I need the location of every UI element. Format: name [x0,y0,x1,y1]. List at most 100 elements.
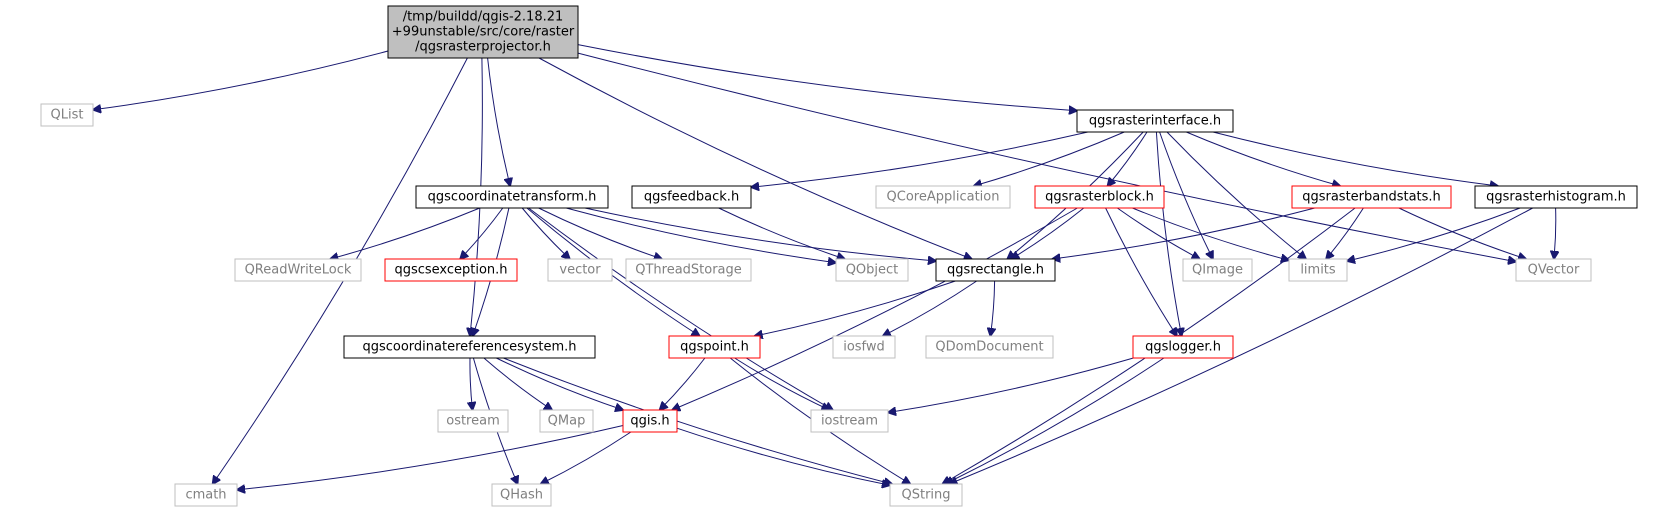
node-label-qgsrasterblock: qgsrasterblock.h [1045,190,1154,205]
node-label-ostream: ostream [446,414,500,429]
node-label-qgis: qgis.h [630,414,669,429]
edge-qgsrasterinterface-to-qgsfeedback [751,131,1089,187]
node-box-qgsrectangle [935,258,1056,282]
node-label-qreadwritelock: QReadWriteLock [245,263,352,278]
edge-qgsrasterinterface-to-qcoreapplication [974,131,1125,186]
node-box-qreadwritelock [234,258,362,282]
edge-qgsrasterblock-to-qimage [1117,207,1199,259]
node-limits: limits [1288,258,1348,282]
node-box-qgscsexception [384,258,518,282]
node-qgsrasterbandstats[interactable]: qgsrasterbandstats.h [1291,185,1452,209]
node-box-qgsrasterinterface [1076,109,1234,133]
node-box-qimage [1182,258,1253,282]
edge-qgsrasterhistogram-to-limits [1347,207,1521,261]
node-qgis[interactable]: qgis.h [622,409,678,433]
node-label-qcoreapplication: QCoreApplication [887,190,1000,205]
edge-qgsrasterinterface-to-qgsrasterbandstats [1186,131,1340,186]
node-qgsrasterhistogram[interactable]: qgsrasterhistogram.h [1474,185,1638,209]
node-box-limits [1288,258,1348,282]
node-box-ostream [437,409,509,433]
node-qmap: QMap [539,409,594,433]
edge-qgis-to-cmath [237,425,624,490]
node-box-qcoreapplication [875,185,1011,209]
edge-qgscoordinatereferencesystem-to-qmap [483,357,552,410]
node-qgspoint[interactable]: qgspoint.h [668,335,761,359]
node-qcoreapplication: QCoreApplication [875,185,1011,209]
node-label-qgsfeedback: qgsfeedback.h [644,190,739,205]
node-qgscoordinatetransform[interactable]: qgscoordinatetransform.h [415,185,609,209]
node-box-vector [547,258,613,282]
node-qgsrasterblock[interactable]: qgsrasterblock.h [1034,185,1165,209]
node-qvector: QVector [1515,258,1592,282]
node-label-qgsrectangle: qgsrectangle.h [947,263,1044,278]
edge-qgsrasterbandstats-to-limits [1326,207,1364,259]
edge-qgsfeedback-to-qobject [718,207,845,259]
edge-qgscoordinatereferencesystem-to-ostream [470,357,473,410]
node-box-qgis [622,409,678,433]
node-iosfwd: iosfwd [832,335,896,359]
edge-qgsrasterhistogram-to-qstring [949,207,1533,484]
node-qgsrectangle[interactable]: qgsrectangle.h [935,258,1056,282]
node-qimage: QImage [1182,258,1253,282]
node-label-cmath: cmath [185,488,226,503]
node-qgslogger[interactable]: qgslogger.h [1132,335,1234,359]
edge-qgspoint-to-qgis [660,357,706,410]
node-qthreadstorage: QThreadStorage [625,258,752,282]
node-label-iosfwd: iosfwd [843,340,885,355]
edge-qgscoordinatereferencesystem-to-qgis [496,357,623,410]
node-box-qgsfeedback [631,185,752,209]
node-qgscsexception[interactable]: qgscsexception.h [384,258,518,282]
node-box-root [387,5,579,59]
edge-qgis-to-qhash [541,431,632,484]
node-label-root-line-2: /qgsrasterprojector.h [415,40,551,55]
edge-qgsrasterbandstats-to-qvector [1398,207,1526,259]
node-box-qmap [539,409,594,433]
node-iostream: iostream [810,409,889,433]
edge-qgsrasterblock-to-limits [1132,207,1289,260]
node-label-qgslogger: qgslogger.h [1145,340,1221,355]
node-qgsfeedback[interactable]: qgsfeedback.h [631,185,752,209]
node-label-qimage: QImage [1192,263,1243,278]
node-ostream: ostream [437,409,509,433]
edge-qgsrasterinterface-to-qgsrasterblock [1108,131,1148,186]
edge-qgsrasterblock-to-qgis [672,207,1078,410]
node-label-qlist: QList [51,108,84,123]
node-label-root-line-0: /tmp/buildd/qgis-2.18.21 [403,10,564,25]
node-box-qgsrasterblock [1034,185,1165,209]
node-qobject: QObject [835,258,909,282]
node-qstring: QString [889,483,963,507]
node-label-qhash: QHash [500,488,543,503]
node-label-qgsrasterinterface: qgsrasterinterface.h [1089,114,1221,129]
node-label-qvector: QVector [1528,263,1580,278]
edge-root-to-qgsrasterinterface [577,44,1077,111]
node-label-qgsrasterbandstats: qgsrasterbandstats.h [1302,190,1441,205]
node-box-iostream [810,409,889,433]
node-qhash: QHash [491,483,552,507]
node-label-qstring: QString [901,488,950,503]
node-box-qvector [1515,258,1592,282]
edge-qgsrectangle-to-iosfwd [883,280,977,336]
node-box-qgsrasterbandstats [1291,185,1452,209]
edge-qgsrasterbandstats-to-qgsrectangle [1052,207,1315,259]
edge-qgis-to-qstring [676,427,890,485]
node-box-iosfwd [832,335,896,359]
node-label-qgscoordinatetransform: qgscoordinatetransform.h [428,190,597,205]
node-qreadwritelock: QReadWriteLock [234,258,362,282]
edge-root-to-qgscoordinatetransform [487,57,511,186]
node-box-qgslogger [1132,335,1234,359]
node-box-qhash [491,483,552,507]
node-cmath: cmath [174,483,238,507]
edge-root-to-qlist [93,50,389,110]
node-root[interactable]: /tmp/buildd/qgis-2.18.21+99unstable/src/… [387,5,579,59]
edge-qgsrasterinterface-to-qimage [1159,131,1213,259]
node-qgscoordinatereferencesystem[interactable]: qgscoordinatereferencesystem.h [343,335,596,359]
node-label-qdomdocument: QDomDocument [935,340,1043,355]
node-label-limits: limits [1300,263,1336,278]
node-label-qthreadstorage: QThreadStorage [635,263,742,278]
node-label-qgspoint: qgspoint.h [680,340,749,355]
node-box-qgscoordinatereferencesystem [343,335,596,359]
edge-qgsrasterinterface-to-qgslogger [1155,131,1181,336]
node-qgsrasterinterface[interactable]: qgsrasterinterface.h [1076,109,1234,133]
edge-qgscoordinatetransform-to-iostream [528,207,833,410]
